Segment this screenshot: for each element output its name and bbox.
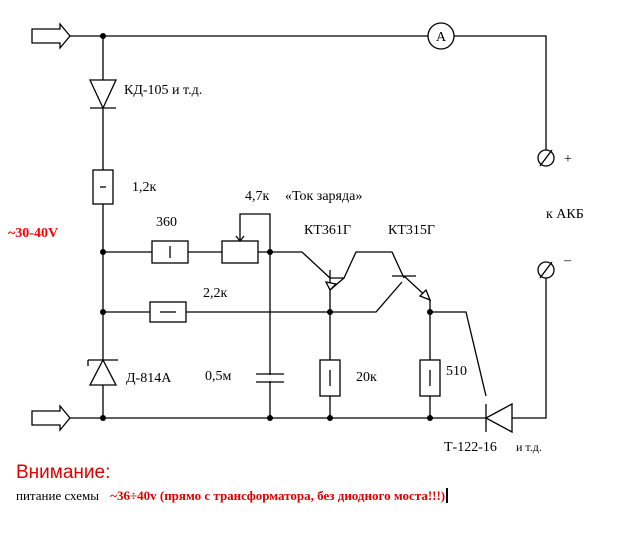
- resistor-1-2k: [92, 169, 114, 205]
- capacitor-0-5m: [256, 373, 284, 383]
- transistor-kt315g: [392, 275, 432, 312]
- resistor-360-label: 360: [156, 215, 177, 230]
- supply-value: ~36÷40v (прямо с трансформатора, без дио…: [110, 488, 446, 503]
- wire-2-2k-row: [103, 281, 403, 313]
- potentiometer-value-label: 4,7к: [245, 189, 270, 204]
- supply-label: питание схемы: [16, 488, 99, 503]
- potentiometer-4-7k[interactable]: [221, 213, 271, 418]
- battery-minus-label: –: [563, 253, 572, 268]
- ammeter-label: A: [436, 30, 447, 45]
- battery-plus-terminal: [537, 149, 555, 167]
- thyristor-note-label: и т.д.: [516, 440, 542, 454]
- diode-label: КД-105 и т.д.: [124, 83, 202, 98]
- voltage-label: ~30-40V: [8, 226, 58, 241]
- input-terminal-bottom: [31, 404, 71, 432]
- transistor-kt361g: [324, 251, 405, 312]
- zener-label: Д-814А: [126, 371, 172, 386]
- resistor-2-2k: [149, 301, 187, 323]
- battery-minus-terminal: [537, 261, 555, 279]
- capacitor-label: 0,5м: [205, 369, 232, 384]
- transistor-kt315g-label: КТ315Г: [388, 223, 435, 238]
- supply-line: питание схемы ~36÷40v (прямо с трансформ…: [16, 488, 448, 504]
- resistor-510: [419, 359, 441, 397]
- diode-kd105: [88, 79, 118, 110]
- battery-label: к АКБ: [546, 207, 584, 222]
- thyristor-label: Т-122-16: [444, 440, 497, 455]
- zener-d814a: [87, 358, 118, 386]
- resistor-20k-label: 20к: [356, 370, 377, 385]
- resistor-20k: [319, 359, 341, 397]
- wire-510: [429, 311, 487, 418]
- junction-dots: [100, 33, 433, 421]
- ammeter: A: [427, 22, 455, 50]
- battery-plus-label: +: [564, 152, 572, 167]
- resistor-1-2k-label: 1,2к: [132, 180, 157, 195]
- transistor-kt361g-label: КТ361Г: [304, 223, 351, 238]
- input-terminal-top: [31, 22, 71, 50]
- wire-360-row: [103, 251, 331, 279]
- resistor-2-2k-label: 2,2к: [203, 286, 228, 301]
- footer: Внимание: питание схемы ~36÷40v (прямо с…: [16, 462, 448, 504]
- potentiometer-name-label: «Ток заряда»: [285, 189, 362, 204]
- resistor-510-label: 510: [446, 364, 467, 379]
- resistor-360: [151, 240, 189, 264]
- warning-heading: Внимание:: [16, 462, 111, 483]
- text-cursor: [446, 488, 448, 503]
- thyristor-t122-16: [484, 270, 547, 434]
- top-rail-wire: [70, 35, 547, 150]
